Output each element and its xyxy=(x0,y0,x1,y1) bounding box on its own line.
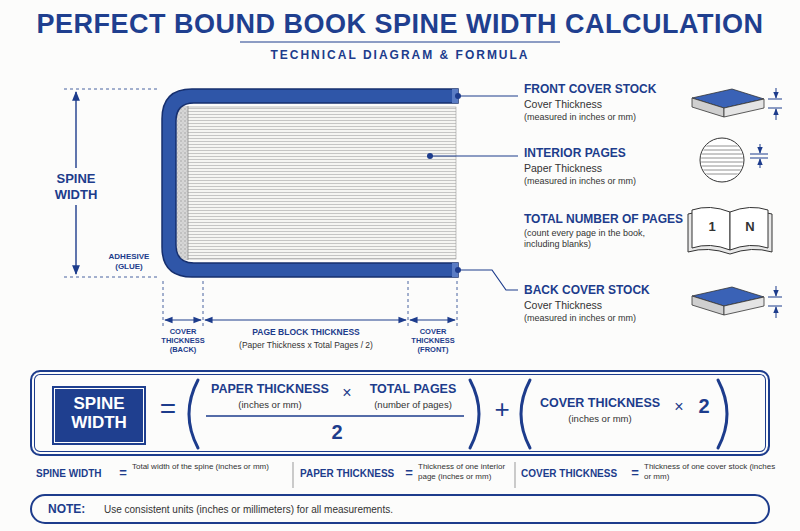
dimension-label: COVER THICKNESS (FRONT) xyxy=(404,327,462,354)
divisor: 2 xyxy=(322,420,352,444)
definition-text: Total width of the spine (inches or mm) xyxy=(132,462,288,472)
callout-heading: INTERIOR PAGES xyxy=(524,146,684,160)
equals-sign: = xyxy=(628,465,642,481)
formula-term: TOTAL PAGES xyxy=(358,382,468,397)
note-box: NOTE:Use consistent units (inches or mil… xyxy=(30,494,770,524)
times-sign: × xyxy=(336,383,358,402)
formula-panel: =PAPER THICKNESS(inches or mm)×TOTAL PAG… xyxy=(30,370,770,456)
callout-text: Cover Thickness xyxy=(524,299,684,312)
callout-text: (count every page in the book, including… xyxy=(524,228,682,250)
equals-sign: = xyxy=(402,465,416,481)
definition-term: PAPER THICKNESS xyxy=(300,468,404,480)
callout-text: Paper Thickness xyxy=(524,162,684,175)
note-heading: NOTE: xyxy=(48,502,108,516)
callout-heading: TOTAL NUMBER OF PAGES xyxy=(524,212,686,226)
multiplier: 2 xyxy=(692,394,716,418)
part-label: ADHESIVE (GLUE) xyxy=(98,252,160,271)
page-number: N xyxy=(740,219,760,235)
definition-term: COVER THICKNESS xyxy=(521,468,629,480)
equals-sign: = xyxy=(116,465,130,481)
page-number: 1 xyxy=(702,219,722,235)
subtitle: TECHNICAL DIAGRAM & FORMULA xyxy=(0,48,800,62)
definition-term: SPINE WIDTH xyxy=(36,468,118,480)
definition-text: Thickness of one interior page (inches o… xyxy=(418,462,512,481)
formula-term: PAPER THICKNESS xyxy=(204,382,336,397)
formula-unit: (number of pages) xyxy=(358,399,468,410)
result-label: SPINE WIDTH xyxy=(52,386,146,442)
result-box: SPINE WIDTH xyxy=(52,386,146,445)
dimension-label: PAGE BLOCK THICKNESS xyxy=(206,327,406,337)
formula-term: COVER THICKNESS xyxy=(534,396,666,411)
equals-sign: = xyxy=(156,392,180,426)
note-text: Use consistent units (inches or millimet… xyxy=(104,504,744,516)
callout-heading: FRONT COVER STOCK xyxy=(524,82,684,96)
plus-sign: + xyxy=(490,394,514,425)
dimension-label: SPINE WIDTH xyxy=(46,168,106,205)
definition-text: Thickness of one cover stock (inches or … xyxy=(644,462,778,481)
times-sign: × xyxy=(668,397,690,416)
formula-unit: (inches or mm) xyxy=(534,413,666,424)
title: PERFECT BOUND BOOK SPINE WIDTH CALCULATI… xyxy=(20,8,780,40)
callout-text: (measured in inches or mm) xyxy=(524,112,684,123)
dimension-label: COVER THICKNESS (BACK) xyxy=(156,327,210,354)
callout-heading: BACK COVER STOCK xyxy=(524,283,684,297)
callout-text: (measured in inches or mm) xyxy=(524,313,684,324)
dimension-note: (Paper Thickness x Total Pages / 2) xyxy=(200,340,412,350)
formula-unit: (inches or mm) xyxy=(204,399,336,410)
callout-text: (measured in inches or mm) xyxy=(524,176,684,187)
callout-text: Cover Thickness xyxy=(524,98,684,111)
